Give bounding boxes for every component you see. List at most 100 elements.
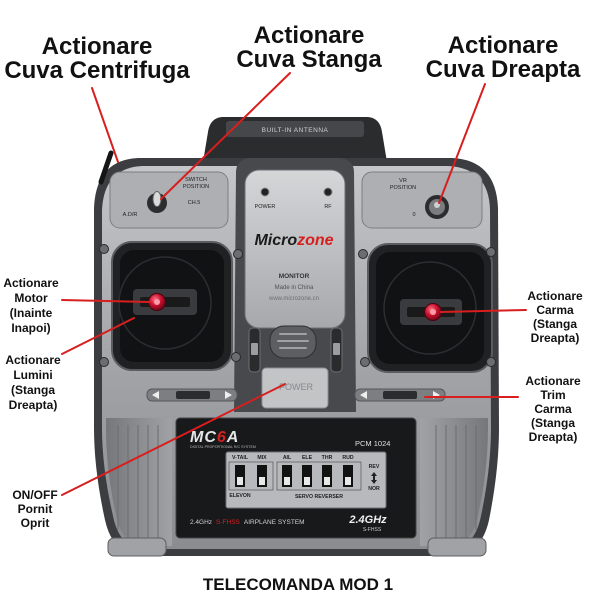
- dip-footer-elevon: ELEVON: [229, 493, 251, 499]
- label-lumini-line-2: Lumini: [13, 368, 52, 382]
- label-stanga-line-2: Cuva Stanga: [236, 46, 382, 73]
- switch-position-label-line2: POSITION: [183, 184, 209, 190]
- label-trim-carma-line-4: (Stanga: [531, 416, 575, 430]
- left-foot: [107, 537, 167, 557]
- label-trim-carma-line-1: Actionare: [525, 374, 581, 388]
- dip-switch-thr: [322, 465, 332, 487]
- left-grip-surface: [106, 418, 172, 546]
- page-title: TELECOMANDA MOD 1: [203, 575, 393, 594]
- dip-switch-ail: [282, 465, 292, 487]
- power-switch-plate: [261, 367, 329, 409]
- monitor-label: MONITOR: [279, 273, 310, 280]
- dip-footer-servo-reverser: SERVO REVERSER: [295, 494, 343, 500]
- annotations: Actionare Cuva Centrifuga Actionare Cuva…: [3, 22, 583, 594]
- power-led-label: POWER: [255, 204, 276, 210]
- right-grip-ribs: [435, 425, 477, 544]
- leader-motor: [61, 299, 150, 303]
- switch-position-label-line1: SWITCH: [185, 177, 207, 183]
- right-vertical-trim-slider: [333, 343, 340, 355]
- vr-zero-label: 0: [412, 212, 415, 218]
- dip-rev-label: REV: [369, 464, 380, 470]
- label-power-line-1: ON/OFF: [12, 488, 57, 502]
- right-grip-surface: [420, 418, 488, 546]
- model-logo: MC6A: [190, 429, 239, 446]
- dip-switch-ele: [302, 465, 312, 487]
- model-logo-6: 6: [217, 429, 227, 446]
- screw: [360, 357, 370, 367]
- right-gimbal-ring: [383, 261, 477, 355]
- monitor-plate: POWER RF Microzone MONITOR Made in China…: [244, 169, 346, 329]
- label-carma-line-3: (Stanga: [533, 317, 577, 331]
- left-horizontal-trim-slider: [176, 391, 210, 399]
- screw: [486, 247, 496, 257]
- screw: [486, 357, 496, 367]
- antenna-handle: BUILT-IN ANTENNA: [202, 117, 388, 168]
- left-stick-knob-center: [154, 299, 160, 305]
- dip-header-ele: ELE: [302, 455, 313, 461]
- body-screws: [99, 244, 496, 367]
- left-stick-gimbal: [111, 241, 233, 371]
- trim-left-arrow-icon: [360, 391, 367, 399]
- dip-switch-vtail: [235, 465, 245, 487]
- leader-stanga: [160, 72, 291, 200]
- model-logo-a: A: [226, 429, 240, 446]
- system-protocol: S-FHSS: [216, 519, 241, 526]
- vr-position-label-line2: POSITION: [390, 185, 416, 191]
- label-dreapta-line-2: Cuva Dreapta: [426, 56, 581, 83]
- leader-dreapta: [438, 83, 486, 204]
- made-in-label: Made in China: [275, 285, 314, 291]
- leader-centrifuga: [91, 87, 119, 163]
- dip-switch-panel: V-TAIL MIX ELEVON AIL ELE THR RUD: [225, 451, 387, 509]
- label-carma-line-2: Carma: [536, 303, 574, 317]
- screw: [231, 352, 241, 362]
- label-motor-line-1: Actionare: [3, 276, 59, 290]
- brand-logo-micro: Micro: [254, 232, 297, 249]
- label-carma-line-1: Actionare: [527, 289, 583, 303]
- label-lumini-line-3: (Stanga: [11, 383, 55, 397]
- dip-header-thr: THR: [322, 455, 333, 461]
- left-vertical-trim-slider: [251, 343, 258, 355]
- label-trim-carma-line-3: Carma: [534, 402, 572, 416]
- badge-protocol: S-FHSS: [363, 527, 382, 533]
- dip-switch-toggle: [324, 477, 330, 485]
- dip-switch-toggle: [304, 477, 310, 485]
- lower-panel: MC6A DIGITAL PROPORTIONAL R/C SYSTEM PCM…: [175, 417, 417, 539]
- trim-right-arrow-icon: [225, 391, 232, 399]
- brand-logo-zone: zone: [296, 232, 334, 249]
- dip-nor-label: NOR: [368, 486, 380, 492]
- label-trim-carma-line-5: Dreapta): [529, 430, 578, 444]
- left-vertical-trim: [248, 327, 261, 373]
- dip-switch-toggle: [345, 477, 351, 485]
- transmitter: BUILT-IN ANTENNA SWITCH POSITION CH.5 A.…: [94, 117, 499, 557]
- power-switch: POWER: [261, 367, 329, 409]
- centrifuga-lever: [98, 150, 114, 185]
- adr-label: A.D/R: [123, 212, 138, 218]
- right-horizontal-trim: [354, 388, 446, 402]
- website-label: www.microzone.cn: [268, 296, 319, 302]
- leader-power: [61, 383, 286, 496]
- left-gimbal-ring: [118, 256, 212, 350]
- ch5-label: CH.5: [188, 200, 201, 206]
- label-power-line-3: Oprit: [21, 516, 50, 530]
- left-grip-ribs: [117, 425, 159, 544]
- screw: [233, 249, 243, 259]
- label-dreapta-line-1: Actionare: [448, 32, 559, 59]
- mix-group-box: [228, 461, 274, 491]
- power-led: [260, 187, 270, 197]
- label-centrifuga-line-2: Cuva Centrifuga: [4, 57, 190, 84]
- dip-header-rud: RUD: [342, 455, 353, 461]
- label-centrifuga-line-1: Actionare: [42, 33, 153, 60]
- screw: [99, 244, 109, 254]
- right-stick-knob-center: [430, 309, 436, 315]
- dip-switch-toggle: [284, 477, 290, 485]
- dip-switch-toggle: [237, 477, 243, 485]
- dip-switch-toggle: [259, 477, 265, 485]
- left-horizontal-trim: [146, 388, 238, 402]
- leader-lumini: [61, 317, 135, 355]
- badge-band: 2.4GHz: [348, 514, 387, 526]
- screw: [99, 357, 109, 367]
- leader-carma: [440, 309, 527, 313]
- rf-led-label: RF: [324, 204, 332, 210]
